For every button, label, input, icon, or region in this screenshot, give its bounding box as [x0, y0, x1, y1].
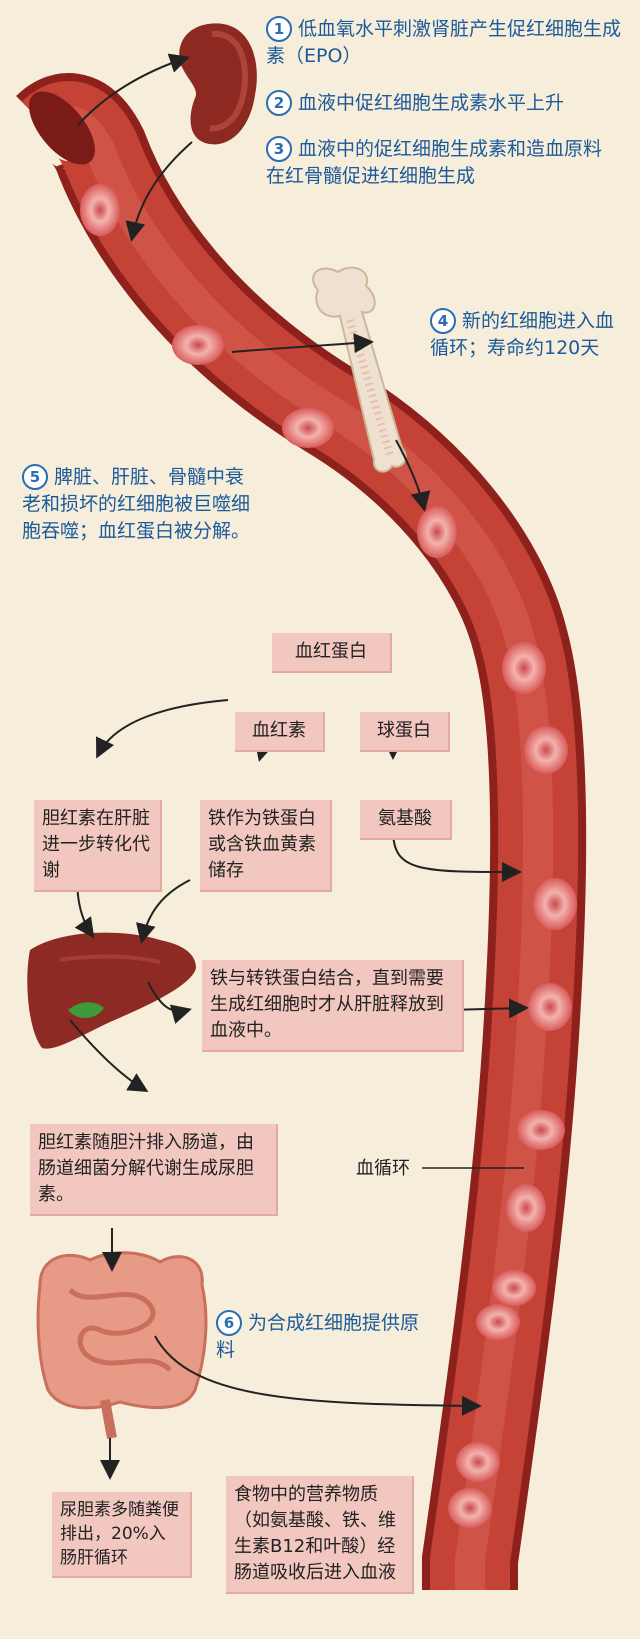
box-food: 食物中的营养物质（如氨基酸、铁、维生素B12和叶酸）经肠道吸收后进入血液 — [226, 1476, 414, 1594]
red-blood-cell — [517, 1110, 565, 1150]
red-blood-cell — [456, 1442, 500, 1482]
arrow-vessel-to-bone — [231, 333, 374, 354]
box-bile: 胆红素随胆汁排入肠道，由肠道细菌分解代谢生成尿胆素。 — [30, 1124, 278, 1216]
circulation-label: 血循环 — [356, 1158, 410, 1179]
red-blood-cell — [476, 1304, 520, 1340]
box-hemoglobin: 血红蛋白 — [272, 633, 392, 673]
step-number-5: 5 — [22, 464, 48, 490]
step-5-text: 脾脏、肝脏、骨髓中衰老和损坏的红细胞被巨噬细胞吞噬；血红蛋白被分解。 — [22, 466, 251, 542]
red-blood-cell — [524, 726, 568, 774]
gallbladder — [68, 1002, 104, 1019]
red-blood-cell — [528, 983, 572, 1031]
intestine-illustration — [36, 1251, 208, 1439]
red-blood-cell — [533, 878, 577, 930]
step-1-text: 低血氧水平刺激肾脏产生促红细胞生成素（EPO） — [266, 18, 622, 67]
red-blood-cells — [80, 184, 577, 1528]
step-3-text: 血液中的促红细胞生成素和造血原料在红骨髓促进红细胞生成 — [266, 138, 603, 187]
step-number-1: 1 — [266, 16, 292, 42]
step-4-text: 新的红细胞进入血循环；寿命约120天 — [430, 310, 615, 359]
arrow-vessel-to-kidney — [77, 53, 190, 126]
box-amino-acid: 氨基酸 — [360, 800, 452, 840]
red-blood-cell — [492, 1270, 536, 1306]
arrow-liver-bile — [69, 1019, 149, 1093]
vessel-opening — [29, 91, 95, 165]
liver-illustration — [27, 932, 196, 1049]
arrow-liver-transferrin — [147, 981, 192, 1024]
box-urobilin: 尿胆素多随粪便排出，20%入肠肝循环 — [52, 1492, 192, 1578]
red-blood-cell — [417, 506, 457, 558]
kidney-illustration — [179, 23, 257, 145]
box-transferrin: 铁与转铁蛋白结合，直到需要生成红细胞时才从肝脏释放到血液中。 — [202, 960, 464, 1052]
step-number-4: 4 — [430, 308, 456, 334]
box-bilirubin-liver: 胆红素在肝脏进一步转化代谢 — [34, 800, 162, 892]
box-iron-storage: 铁作为铁蛋白或含铁血黄素储存 — [200, 800, 332, 892]
step-6-text: 为合成红细胞提供原料 — [216, 1312, 420, 1361]
step-number-2: 2 — [266, 90, 292, 116]
arrow-kidney-to-vessel — [125, 141, 193, 242]
arrow-heme-bilirubin — [96, 699, 229, 759]
box-heme: 血红素 — [235, 712, 325, 752]
red-blood-cell — [282, 408, 334, 448]
step-number-6: 6 — [216, 1310, 242, 1336]
red-blood-cell — [506, 1184, 546, 1232]
arrow-intestine-vessel — [154, 1335, 482, 1416]
bone-illustration — [312, 266, 407, 473]
red-blood-cell — [172, 325, 224, 365]
arrow-amino-vessel — [392, 829, 522, 882]
arrow-iron-liver — [136, 879, 191, 944]
red-blood-cell — [502, 642, 546, 694]
arrow-bone-to-vessel — [395, 439, 431, 512]
step-number-3: 3 — [266, 136, 292, 162]
box-globin: 球蛋白 — [360, 712, 450, 752]
step-2-text: 血液中促红细胞生成素水平上升 — [298, 92, 565, 114]
red-blood-cell — [448, 1488, 492, 1528]
red-blood-cell — [80, 184, 120, 236]
step-2: 2 血液中促红细胞生成素水平上升 — [266, 90, 626, 117]
